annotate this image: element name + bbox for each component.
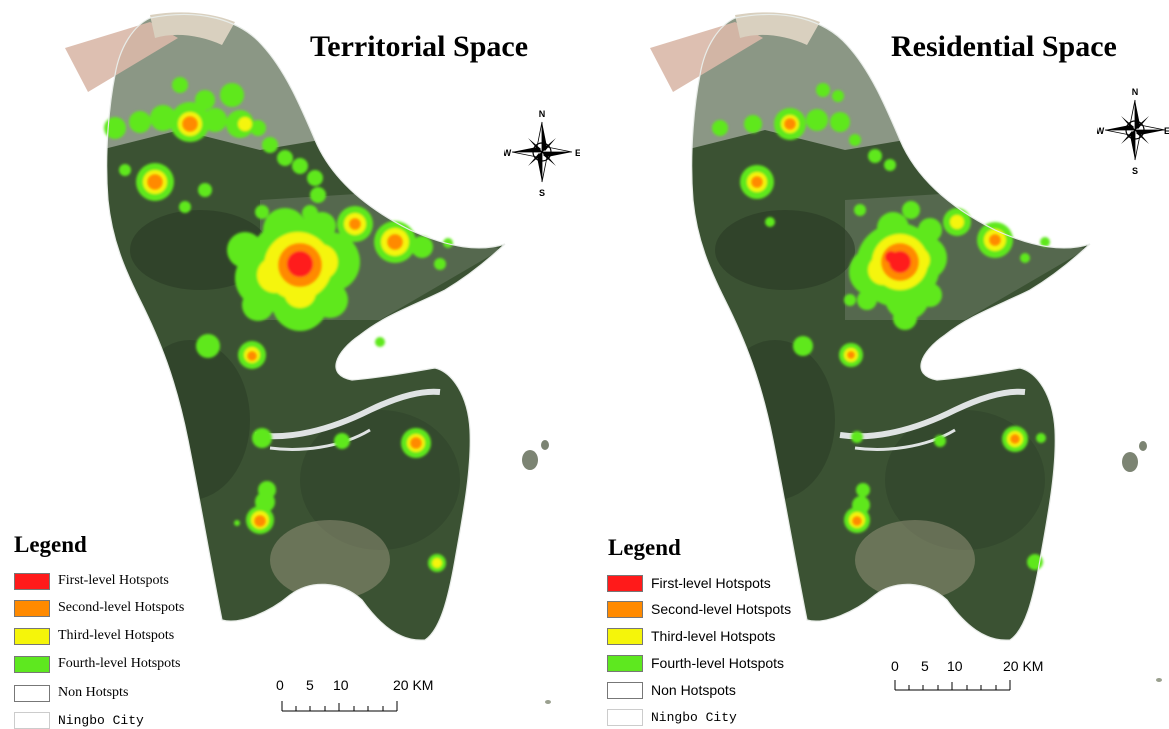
legend-swatch [14,711,50,729]
legend-swatch [607,654,643,672]
scale-label: 5 [306,677,314,693]
legend-label: Ningbo City [58,712,144,728]
compass-rose-icon: N S E W [504,109,580,198]
scale-ticks [281,701,398,712]
legend-swatch [607,600,643,618]
scale-label: 10 [947,658,963,674]
legend-item: First-level Hotspots [14,571,169,591]
legend-item: Ningbo City [14,710,144,729]
legend-label: Fourth-level Hotspots [651,655,785,671]
scale-label: 10 [333,677,349,693]
legend-label: Non Hotspts [58,685,129,700]
map-panel-territorial: Territorial Space N S E W Legend First-l… [0,0,584,729]
legend-swatch [607,681,643,699]
map-title: Residential Space [891,30,1117,63]
legend-item: Third-level Hotspots [14,626,174,646]
legend-item: Fourth-level Hotspots [14,654,181,674]
legend-label: Ningbo City [651,709,737,725]
legend-item: Ningbo City [607,707,737,727]
map-title: Territorial Space [310,30,529,63]
legend-swatch [14,684,50,702]
compass-s: S [539,188,545,198]
scale-ticks [894,680,1011,691]
legend-item: Third-level Hotspots [607,626,776,646]
legend-label: First-level Hotspots [58,573,169,588]
legend-swatch [607,574,643,592]
legend-swatch [607,627,643,645]
compass-n: N [1132,87,1139,97]
hotspot-layer [104,77,453,572]
legend-label: First-level Hotspots [651,575,771,591]
legend-label: Third-level Hotspots [651,628,776,644]
legend-label: Second-level Hotspots [651,601,792,617]
compass-w: W [504,148,512,158]
hotspot-layer [712,83,1050,570]
legend-title: Legend [608,535,681,560]
legend-item: Non Hotspots [607,680,736,700]
legend-item: Non Hotspts [14,683,128,703]
legend-item: Fourth-level Hotspots [607,653,784,673]
legend-swatch [14,655,50,673]
scale-label: 20 KM [1003,658,1044,674]
legend-swatch [14,572,50,590]
scale-bar: 0 5 10 20 KM [276,677,436,717]
legend-swatch [14,627,50,645]
legend-item: Second-level Hotspots [14,598,184,618]
legend-label: Fourth-level Hotspots [58,656,181,671]
scale-label: 0 [891,658,899,674]
legend-swatch [607,708,643,726]
compass-rose-icon: N S E W [1097,87,1169,176]
compass-w: W [1097,126,1105,136]
legend-label: Third-level Hotspots [58,628,175,643]
scale-bar: 0 5 10 20 KM [891,658,1051,698]
map-canvas [650,12,1162,682]
compass-e: E [1164,126,1169,136]
compass-s: S [1132,166,1138,176]
scale-label: 5 [921,658,929,674]
legend-item: First-level Hotspots [607,573,771,593]
legend-swatch [14,599,50,617]
scale-label: 20 KM [393,677,434,693]
legend-title: Legend [14,532,87,557]
legend-item: Second-level Hotspots [607,599,791,619]
scale-label: 0 [276,677,284,693]
legend-label: Non Hotspots [651,682,736,698]
map-canvas [65,12,551,704]
map-panel-residential: Residential Space N S E W Legend First-l… [585,0,1169,729]
compass-e: E [575,148,580,158]
legend-label: Second-level Hotspots [58,600,185,615]
compass-n: N [539,109,546,119]
